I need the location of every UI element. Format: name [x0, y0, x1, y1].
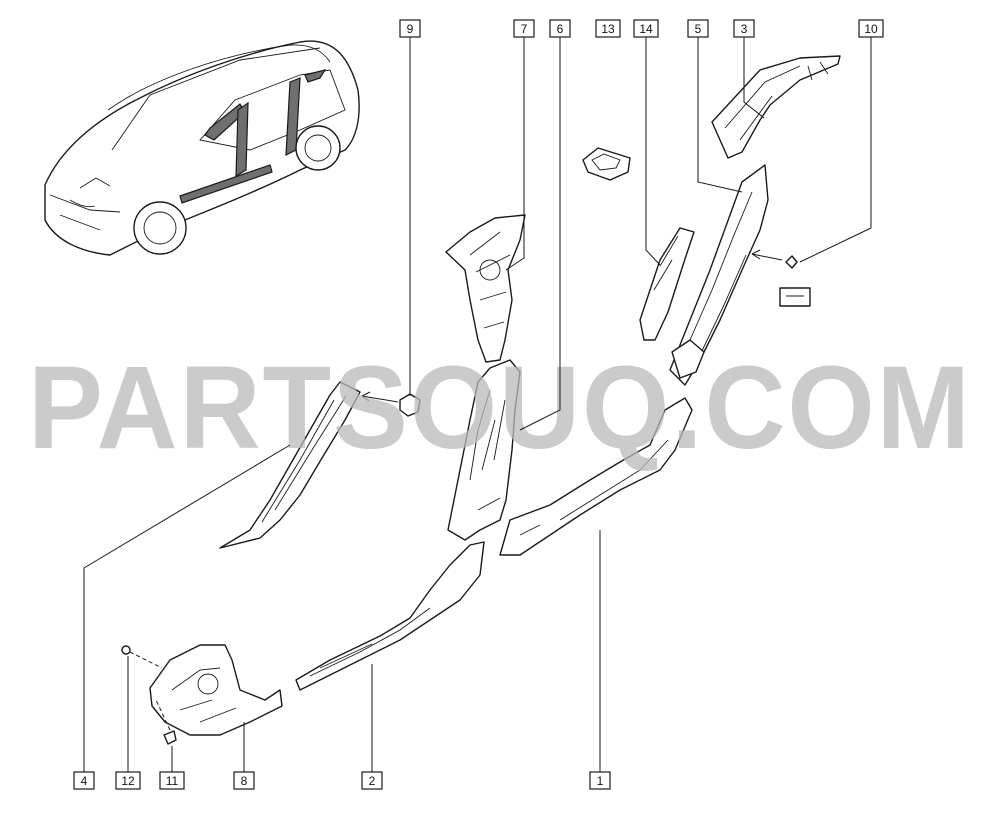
callout-5: 5: [687, 19, 709, 38]
callout-11: 11: [159, 771, 185, 790]
part-8-kick-panel: [149, 644, 283, 736]
svg-text:7: 7: [521, 22, 528, 36]
part-14-cover-strip: [639, 227, 695, 341]
part-3-rear-upper-trim: [711, 55, 841, 159]
part-1-rear-sill-trim: [499, 397, 693, 556]
callout-9: 9: [399, 19, 421, 38]
part-10-clip: [751, 249, 811, 307]
callout-14: 14: [633, 19, 659, 38]
part-6-b-pillar-lower-trim: [447, 359, 521, 541]
svg-text:10: 10: [864, 22, 878, 36]
callout-1: 1: [589, 771, 611, 790]
svg-text:9: 9: [407, 22, 414, 36]
part-12-screw: [121, 645, 163, 669]
svg-text:12: 12: [121, 774, 135, 788]
svg-text:8: 8: [241, 774, 248, 788]
callout-10: 10: [858, 19, 884, 38]
part-7-b-pillar-upper-trim: [445, 214, 526, 363]
svg-text:5: 5: [695, 22, 702, 36]
callout-6: 6: [549, 19, 571, 38]
callout-13: 13: [595, 19, 621, 38]
part-13-vent-trim: [582, 147, 631, 181]
callout-7: 7: [513, 19, 535, 38]
callout-4: 4: [73, 771, 95, 790]
svg-text:11: 11: [166, 774, 179, 788]
watermark-text: PARTSOUQ.COM: [28, 342, 972, 474]
svg-text:2: 2: [369, 774, 376, 788]
part-5-c-pillar-trim: [669, 164, 769, 386]
callout-12: 12: [115, 771, 141, 790]
leader-lines: [83, 37, 872, 772]
svg-text:14: 14: [639, 22, 653, 36]
part-2-front-sill-trim: [295, 541, 485, 691]
callout-3: 3: [733, 19, 755, 38]
car-overview-illustration: [44, 40, 360, 256]
svg-text:4: 4: [81, 774, 88, 788]
part-4-a-pillar-trim: [219, 381, 361, 549]
part-11-clip: [155, 699, 177, 745]
svg-text:1: 1: [597, 774, 604, 788]
svg-text:3: 3: [741, 22, 748, 36]
svg-text:6: 6: [557, 22, 564, 36]
callout-8: 8: [233, 771, 255, 790]
svg-text:13: 13: [601, 22, 615, 36]
callout-2: 2: [361, 771, 383, 790]
